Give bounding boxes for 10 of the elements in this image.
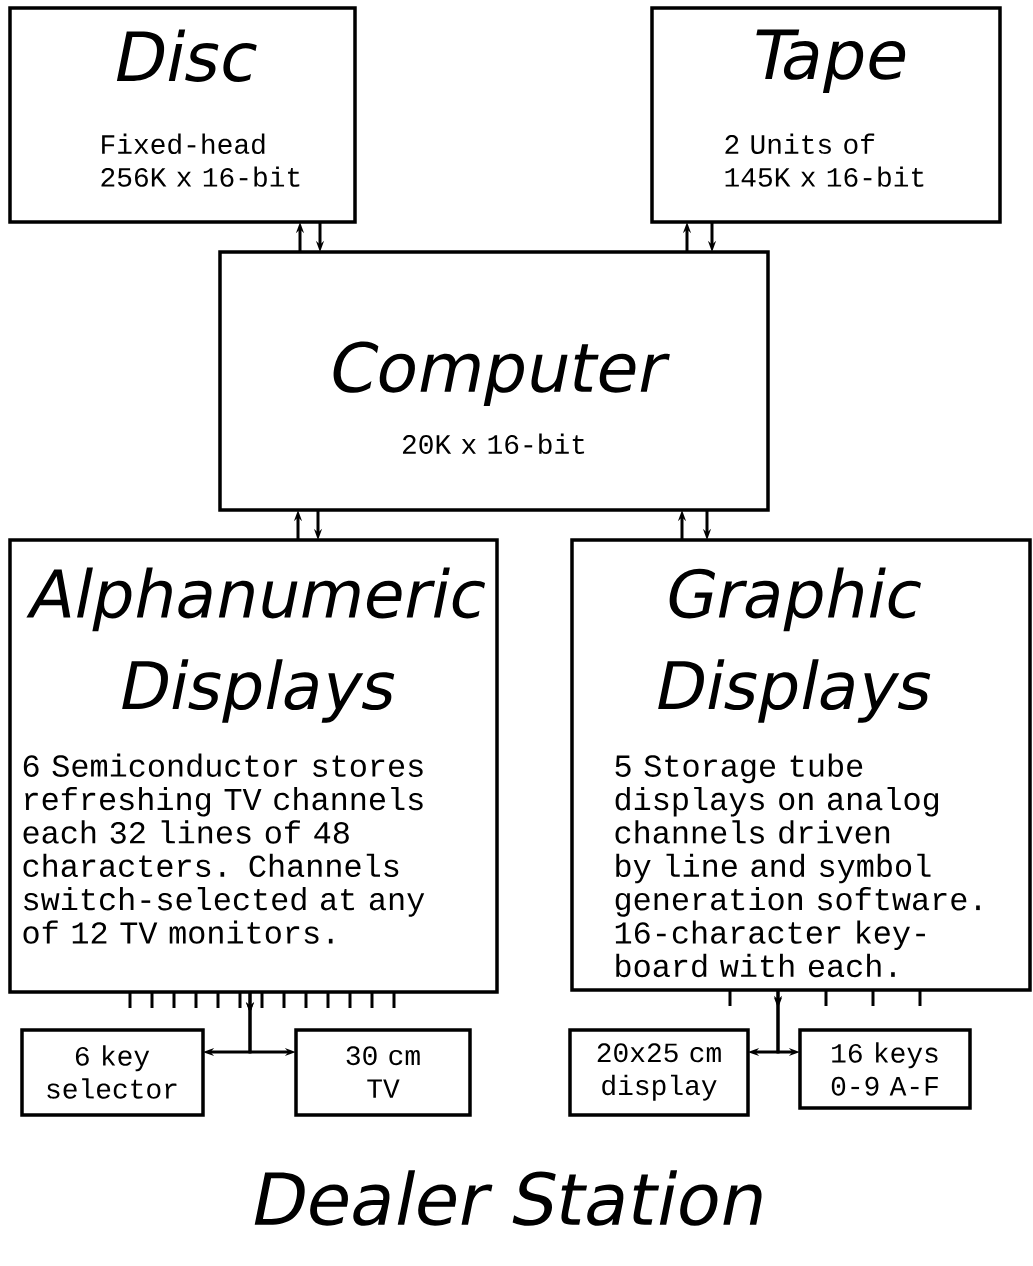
- process-box: Graphic Displays 5 Storage tube displays on analog channels driven by line and symbol generation software. 16-character key-board with each.: [570, 538, 1032, 992]
- process-box: Disc Fixed-head 256K x 16-bit: [8, 6, 357, 224]
- process-box: Computer 20K x 16-bit: [218, 250, 770, 512]
- process-box: Tape 2 Units of 145K x 16-bit: [650, 6, 1002, 224]
- process-box: 6 key selector: [20, 1028, 205, 1117]
- process-box: 16 keys 0-9 A-F: [798, 1028, 972, 1110]
- caption: Dealer Station: [254, 1170, 762, 1226]
- process-box: 20x25 cm display: [568, 1028, 750, 1117]
- process-box: 30 cm TV: [294, 1028, 472, 1117]
- process-box: Alphanumeric Displays 6 Semiconductor stores refreshing TV channels each 32 lines of 48 characters. Channels switch-selected at any of 12 TV monitors.: [8, 538, 499, 994]
